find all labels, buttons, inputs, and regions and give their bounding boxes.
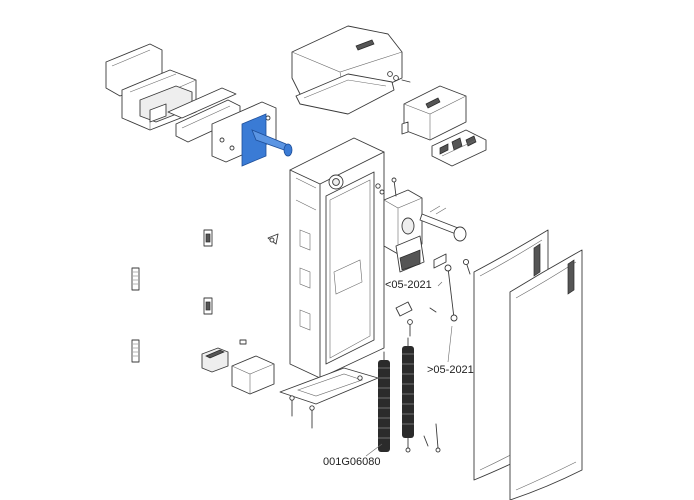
label-leader-lines	[365, 281, 453, 457]
circuit-board[interactable]	[431, 129, 487, 167]
front-cover-panels[interactable]	[473, 229, 583, 500]
battery-box[interactable]	[201, 347, 275, 395]
bottom-pins[interactable]	[423, 423, 441, 453]
control-board-enclosure[interactable]	[401, 85, 467, 141]
balancing-springs[interactable]	[378, 337, 414, 453]
top-housing-cover[interactable]	[291, 25, 403, 115]
fixing-clips[interactable]	[239, 183, 385, 345]
rear-cover-assembly[interactable]	[105, 43, 241, 143]
barrier-cabinet[interactable]	[289, 137, 385, 379]
version-after-label: >05-2021	[427, 364, 474, 376]
cover-screws[interactable]	[387, 71, 411, 83]
gearmotor-unit[interactable]	[383, 177, 425, 273]
version-before-label: <05-2021	[385, 279, 432, 291]
anchor-base-plate[interactable]	[279, 367, 379, 429]
pivot-bushings[interactable]	[395, 301, 413, 337]
side-brackets[interactable]	[131, 229, 213, 363]
spring-tension-rod[interactable]	[419, 205, 467, 269]
part-code-label: 001G06080	[323, 456, 381, 468]
highlighted-output-shaft[interactable]	[241, 113, 293, 167]
connecting-rods[interactable]	[429, 258, 471, 322]
